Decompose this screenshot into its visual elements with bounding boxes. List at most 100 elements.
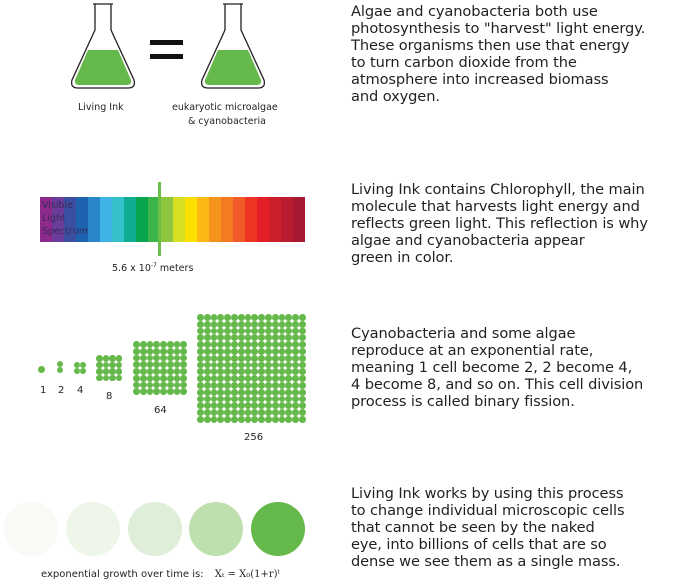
cell-dot <box>278 354 286 362</box>
cell-dot <box>251 368 259 376</box>
cell-dot <box>80 368 86 374</box>
cell-dot <box>217 314 225 321</box>
cell-dot <box>298 334 306 342</box>
cell-dot <box>258 368 265 376</box>
cell-dot <box>224 395 231 403</box>
cell-dot <box>197 388 204 396</box>
cell-dot <box>197 375 204 382</box>
cell-dot <box>278 341 286 348</box>
cell-dot <box>264 334 272 342</box>
cell-dot <box>258 320 265 328</box>
cell-dot <box>74 362 80 368</box>
cell-dot <box>251 409 259 416</box>
cell-dot <box>139 374 147 382</box>
cell-dot <box>102 368 110 375</box>
cell-dot <box>244 395 252 403</box>
spectrum-band <box>100 197 113 242</box>
cell-dot <box>278 314 286 321</box>
cell-dot <box>210 388 218 396</box>
spectrum-band <box>208 197 221 242</box>
cell-dot <box>224 334 231 342</box>
cell-dot <box>237 415 245 423</box>
cell-dot <box>160 381 167 389</box>
cell-dot <box>264 381 272 389</box>
spectrum-band <box>160 197 173 242</box>
spectrum-band <box>136 197 149 242</box>
cell-dot <box>230 341 238 348</box>
cell-dot <box>298 341 306 348</box>
cell-dot <box>292 409 299 416</box>
cell-dot <box>230 347 238 355</box>
cell-dot <box>197 314 204 321</box>
cell-dot <box>298 347 306 355</box>
cell-dot <box>237 347 245 355</box>
spectrum-band <box>172 197 185 242</box>
cell-dot <box>264 354 272 362</box>
cell-dot <box>271 415 279 423</box>
cell-dot <box>278 368 286 376</box>
cell-dot <box>237 409 245 416</box>
paragraph-photosynthesis: Algae and cyanobacteria both use photosy… <box>351 3 646 105</box>
cell-dot <box>271 341 279 348</box>
cell-dot <box>285 368 293 376</box>
spectrum-band <box>220 197 233 242</box>
cell-dot <box>139 354 147 362</box>
cell-dot <box>264 388 272 396</box>
cell-dot <box>230 395 238 403</box>
cell-dot <box>258 327 265 335</box>
cell-count-4: 4 <box>77 385 84 396</box>
cell-dot <box>217 415 225 423</box>
cell-dot <box>160 368 167 375</box>
cell-group-64 <box>133 341 187 395</box>
cell-dot <box>285 361 293 369</box>
cell-dot <box>230 402 238 410</box>
cell-dot <box>271 361 279 369</box>
cell-dot <box>292 375 299 382</box>
formula-prefix: exponential growth over time is: <box>41 569 204 580</box>
cell-dot <box>237 361 245 369</box>
cell-dot <box>210 409 218 416</box>
cell-dot <box>251 314 259 321</box>
cell-dot <box>224 368 231 376</box>
cell-dot <box>244 361 252 369</box>
cell-dot <box>203 409 211 416</box>
spectrum-band <box>76 197 89 242</box>
cell-dot <box>244 354 252 362</box>
cell-dot <box>271 314 279 321</box>
cell-dot <box>224 381 231 389</box>
wavelength-exponent: -7 <box>150 262 157 269</box>
cell-dot <box>224 415 231 423</box>
cell-dot <box>109 368 116 375</box>
cell-dot <box>271 347 279 355</box>
spectrum-band <box>148 197 161 242</box>
cell-count-8: 8 <box>106 391 113 402</box>
cell-dot <box>57 367 63 373</box>
cell-dot <box>271 381 279 389</box>
cell-dot <box>251 361 259 369</box>
cell-dot <box>251 388 259 396</box>
cell-dot <box>258 415 265 423</box>
cell-dot <box>278 402 286 410</box>
cell-dot <box>224 314 231 321</box>
green-wavelength-marker <box>158 182 161 256</box>
cell-dot <box>74 368 80 374</box>
spectrum-label: Visible Light Spectrum <box>42 200 89 237</box>
cell-dot <box>217 381 225 389</box>
cell-dot <box>244 375 252 382</box>
cell-dot <box>166 374 174 382</box>
cell-dot <box>258 402 265 410</box>
cell-dot <box>292 327 299 335</box>
cell-dot <box>237 354 245 362</box>
cell-dot <box>197 347 204 355</box>
cell-dot <box>146 368 154 375</box>
cell-dot <box>271 354 279 362</box>
cell-dot <box>210 395 218 403</box>
cell-count-256: 256 <box>244 432 264 443</box>
cell-dot <box>153 341 160 348</box>
cell-dot <box>224 388 231 396</box>
cell-dot <box>264 375 272 382</box>
cell-dot <box>197 381 204 389</box>
cell-dot <box>244 402 252 410</box>
cell-dot <box>251 327 259 335</box>
cell-dot <box>292 320 299 328</box>
